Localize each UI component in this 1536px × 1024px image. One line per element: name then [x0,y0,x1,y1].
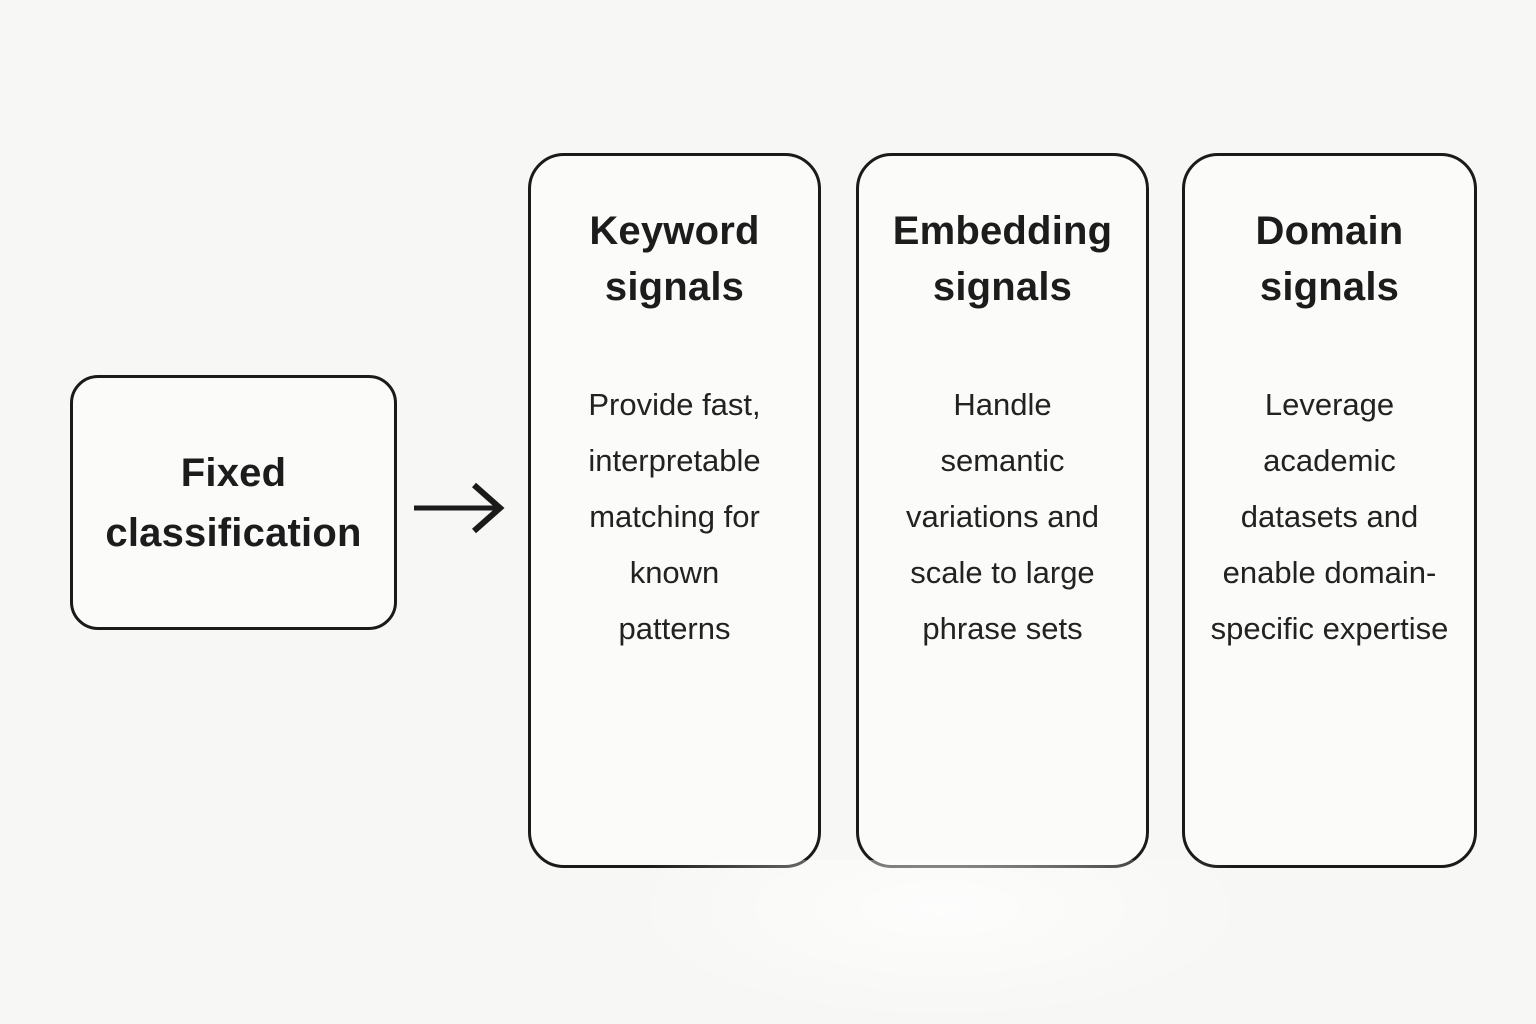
domain-signals-title: Domain signals [1255,209,1404,309]
right-arrow-icon [414,482,505,534]
keyword-signals-description: Provide fast, interpretable matching for… [588,387,761,646]
domain-signals-description: Leverage academic datasets and enable do… [1210,387,1449,646]
keyword-signals-title: Keyword signals [589,209,760,309]
domain-signals-card: Domain signals Leverage academic dataset… [1182,153,1477,868]
embedding-signals-card: Embedding signals Handle semantic variat… [856,153,1149,868]
fixed-classification-label: Fixed classification [105,450,362,555]
keyword-signals-card: Keyword signals Provide fast, interpreta… [528,153,821,868]
embedding-signals-description: Handle semantic variations and scale to … [905,387,1099,646]
fixed-classification-box: Fixed classification [70,375,397,630]
embedding-signals-title: Embedding signals [892,209,1113,309]
